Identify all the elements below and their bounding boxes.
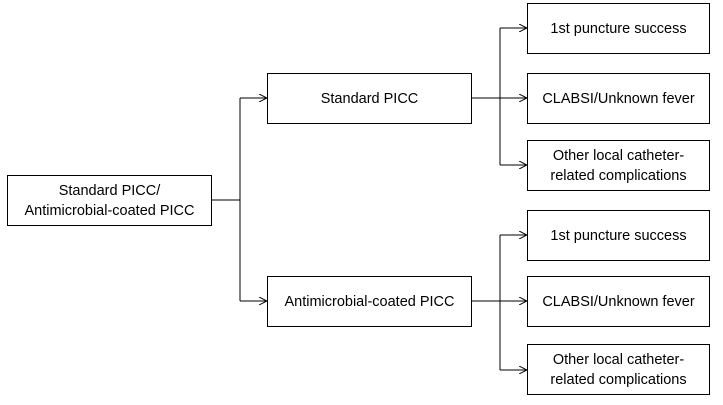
group-box-standard-picc: Standard PICC: [267, 73, 472, 124]
outcome-box-other-local-complications: Other local catheter- related complicati…: [527, 344, 710, 395]
group-box-antimicrobial-coated-picc: Antimicrobial-coated PICC: [267, 276, 472, 327]
outcome-box-1st-puncture-success: 1st puncture success: [527, 3, 710, 54]
root-box: Standard PICC/ Antimicrobial-coated PICC: [7, 175, 212, 226]
outcome-box-clabsi-unknown-fever: CLABSI/Unknown fever: [527, 276, 710, 327]
outcome-box-other-local-complications: Other local catheter- related complicati…: [527, 140, 710, 191]
outcome-box-clabsi-unknown-fever: CLABSI/Unknown fever: [527, 73, 710, 124]
outcome-box-1st-puncture-success: 1st puncture success: [527, 210, 710, 261]
